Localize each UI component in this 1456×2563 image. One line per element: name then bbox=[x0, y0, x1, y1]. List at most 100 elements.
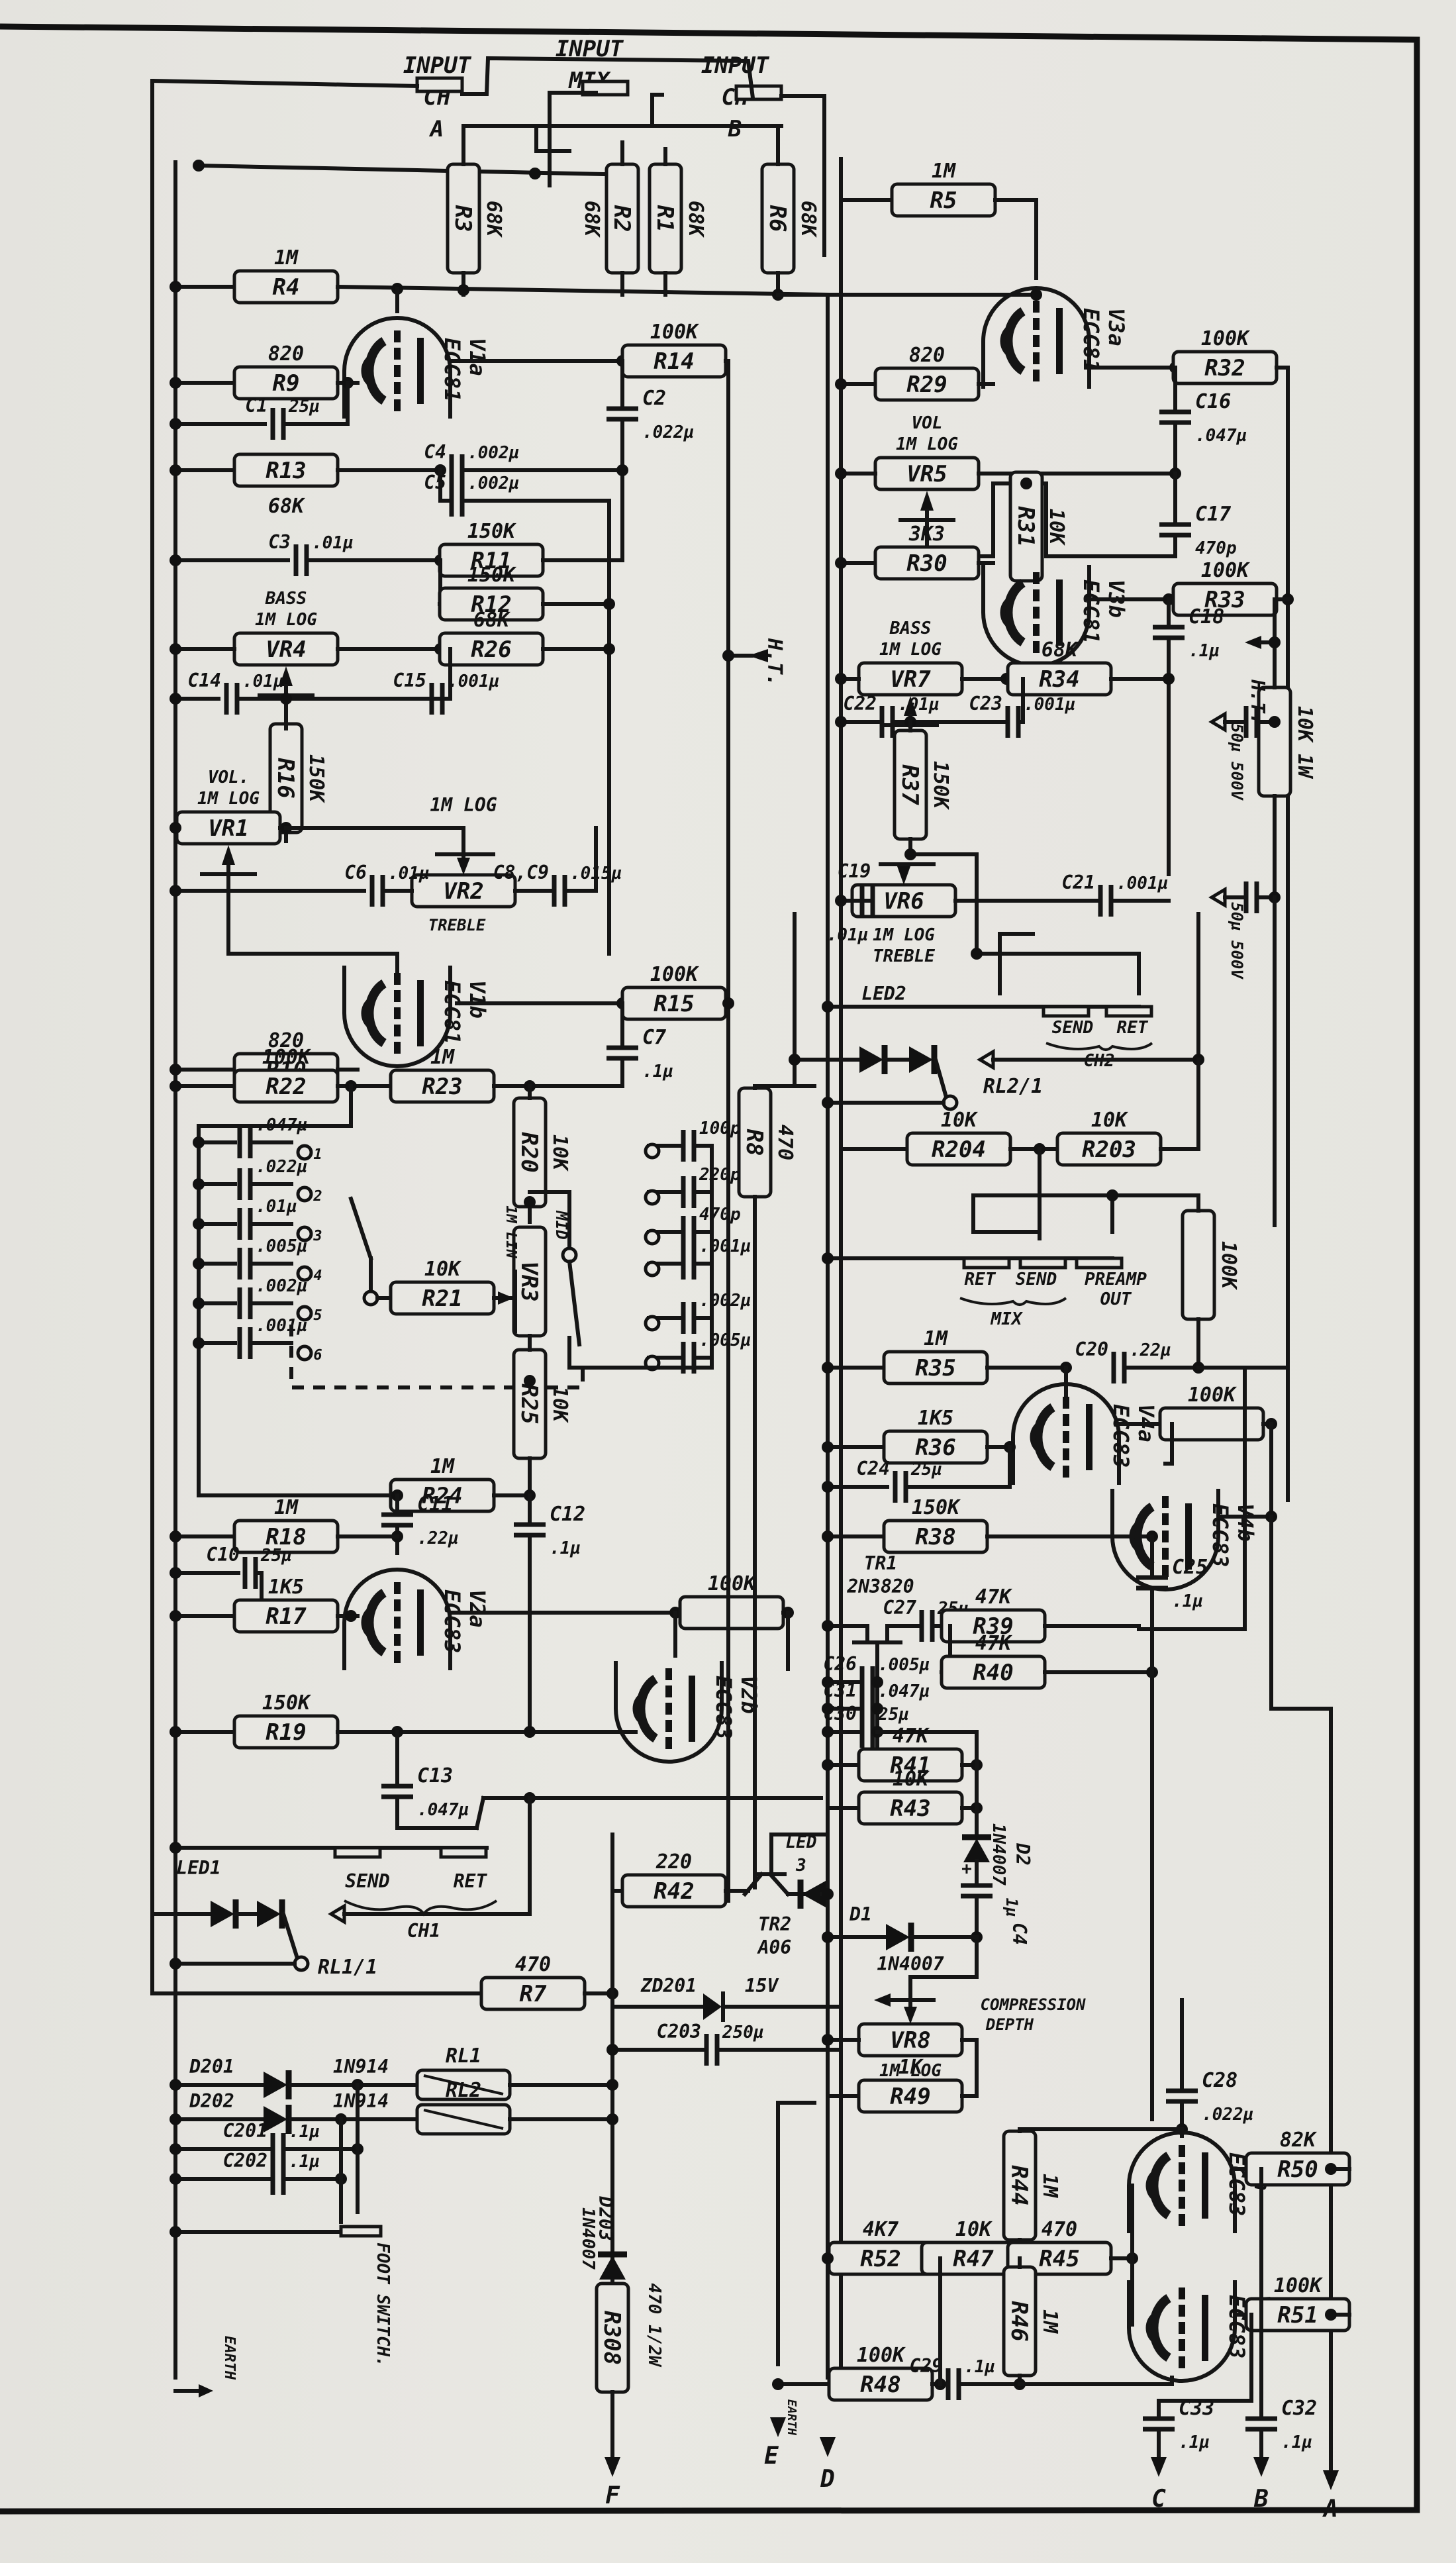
junction-dot bbox=[822, 1481, 834, 1493]
junction-dot bbox=[616, 464, 628, 476]
diode-ref: D202 bbox=[189, 2090, 234, 2112]
tube-grid bbox=[1162, 1565, 1169, 1577]
capacitor-ref: C203 bbox=[657, 2021, 701, 2042]
jack-label: RET bbox=[965, 1270, 996, 1289]
resistor-ref: R46 bbox=[1006, 2301, 1032, 2341]
wiper-arrow-icon bbox=[904, 2007, 917, 2024]
jack-ch1-send bbox=[333, 1846, 382, 1859]
junction-dot bbox=[193, 1178, 205, 1190]
pot-function: VOL bbox=[912, 413, 943, 433]
resistor-value: 10K bbox=[941, 1109, 979, 1132]
terminal-d-label: D bbox=[820, 2466, 835, 2493]
diode-ref: D201 bbox=[189, 2056, 234, 2078]
tube-heater bbox=[1145, 2170, 1157, 2201]
resistor-value: 68K bbox=[1042, 638, 1079, 662]
tube-heater bbox=[632, 1693, 644, 1725]
tube-cathode bbox=[364, 337, 387, 405]
junction-dot bbox=[789, 1054, 801, 1066]
capacitor-ref: C19 bbox=[838, 860, 871, 882]
pot-function: BASS bbox=[265, 589, 307, 609]
capacitor-c12: C12.1µ bbox=[514, 1503, 585, 1558]
tube-anode bbox=[1056, 308, 1063, 374]
resistor-value: 150K bbox=[305, 754, 328, 804]
capacitor-ref: C8,C9 bbox=[493, 862, 549, 883]
resistor-ref: R1 bbox=[652, 205, 678, 232]
wiper-arrow-icon bbox=[222, 845, 235, 865]
resistor-value: 820 bbox=[268, 342, 304, 366]
switch-position-label: 3 bbox=[313, 1228, 322, 1244]
resistor-ref: R11 bbox=[471, 548, 511, 574]
junction-dot bbox=[1030, 289, 1042, 301]
resistor-value: 10K bbox=[1045, 509, 1068, 546]
capacitor-c13: C13.047µ bbox=[381, 1764, 469, 1820]
junction-dot bbox=[170, 1958, 181, 1970]
depth-label: DEPTH bbox=[985, 2015, 1034, 2034]
capacitor-value: .047µ bbox=[1195, 426, 1247, 446]
junction-dot bbox=[1020, 477, 1032, 489]
input-label: B bbox=[728, 116, 742, 142]
jack-ch2-ret bbox=[1104, 1005, 1153, 1018]
pot-value: 1M LOG bbox=[255, 610, 317, 630]
tube-heater bbox=[361, 997, 373, 1029]
capacitor-value: 25µ bbox=[910, 1460, 942, 1480]
terminal-e-label: E bbox=[764, 2442, 779, 2470]
earth-arrow-icon bbox=[199, 2384, 213, 2397]
led1-icon bbox=[211, 1901, 234, 1927]
switch-position-label: 1 bbox=[313, 1146, 322, 1163]
junction-dot bbox=[170, 464, 181, 476]
tube-grid bbox=[1179, 2305, 1185, 2317]
wiper-arrow-icon bbox=[897, 866, 910, 885]
diode-ref: D2 bbox=[1012, 1842, 1034, 1866]
junction-dot bbox=[822, 1888, 834, 1900]
capacitor-ref: C16 bbox=[1195, 390, 1231, 413]
capacitor-value: .002µ bbox=[699, 1291, 751, 1311]
resistor-body bbox=[1158, 1406, 1265, 1442]
jack-mix-preamp-out bbox=[1075, 1256, 1124, 1270]
ht-arrow-icon bbox=[748, 649, 768, 662]
jack-label: RET bbox=[1117, 1018, 1149, 1038]
zener-ref: ZD201 bbox=[640, 1975, 697, 1997]
capacitor-value: 25µ bbox=[260, 1546, 292, 1566]
resistor-value: 1M bbox=[274, 246, 299, 270]
resistor-value: 150K bbox=[262, 1691, 312, 1715]
resistor-value: 1M bbox=[274, 1496, 299, 1519]
capacitor-value: 50µ 500V bbox=[1228, 902, 1246, 980]
tube-envelope bbox=[981, 286, 1091, 389]
capacitor-c22: C22.01µ bbox=[843, 693, 940, 738]
wire bbox=[348, 1196, 373, 1261]
diode-value: 1N914 bbox=[333, 2056, 389, 2078]
tube-envelope bbox=[342, 1568, 452, 1670]
resistor-vr4: VR4 bbox=[232, 631, 340, 667]
capacitor-value: .22µ bbox=[1130, 1340, 1171, 1360]
pot-value: 1M LIN bbox=[503, 1205, 519, 1258]
resistor-ref: R34 bbox=[1039, 666, 1079, 693]
capacitor-value: .022µ bbox=[642, 423, 694, 442]
ht-label: H.T. bbox=[763, 638, 786, 686]
capacitor-value: .01µ bbox=[827, 925, 869, 945]
junction-dot bbox=[822, 1362, 834, 1374]
tube-grid bbox=[394, 1025, 401, 1036]
junction-dot bbox=[170, 1610, 181, 1622]
resistor-ref: R5 bbox=[930, 187, 957, 214]
jack-ch2-send bbox=[1042, 1005, 1091, 1018]
switch-position-label: 4 bbox=[313, 1268, 322, 1284]
terminal-c-label: C bbox=[1151, 2486, 1166, 2513]
resistor-ref: R49 bbox=[890, 2084, 930, 2110]
pot-value: 1M LOG bbox=[879, 640, 942, 660]
capacitor-value: .047µ bbox=[256, 1115, 307, 1135]
tube-cathode bbox=[364, 980, 387, 1047]
capacitor-c23: C23.001µ bbox=[969, 693, 1075, 738]
terminal-a-arrow-icon bbox=[1323, 2470, 1339, 2490]
sheet-border bbox=[0, 23, 1420, 2515]
capacitor-ref: C202 bbox=[223, 2150, 267, 2172]
capacitor-ref: C2 bbox=[642, 387, 666, 410]
capacitor-ref: C13 bbox=[417, 1764, 453, 1787]
tube-grid bbox=[394, 1599, 401, 1611]
capacitor-c5: C5.002µ bbox=[424, 472, 519, 517]
junction-dot bbox=[822, 1931, 834, 1943]
